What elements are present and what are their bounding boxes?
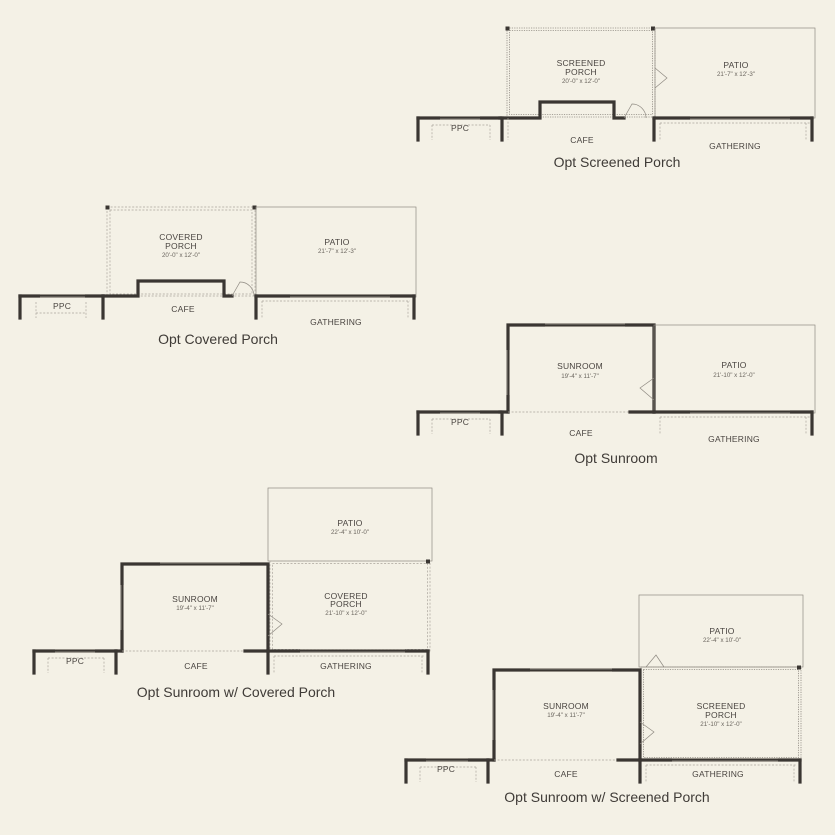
room-label-gathering: GATHERING: [709, 141, 761, 151]
room-label-ppc: PPC: [53, 301, 71, 311]
room-label-cafe: CAFE: [171, 304, 195, 314]
room-label-screened: SCREENED: [697, 701, 746, 711]
room-dims: 22'-4" x 10'-0": [331, 529, 369, 536]
room-label-cafe: CAFE: [569, 428, 593, 438]
room-label-porch: PORCH: [565, 67, 597, 77]
room-label-patio: PATIO: [709, 626, 734, 636]
room-label-sunroom: SUNROOM: [557, 361, 603, 371]
room-dims: 21'-10" x 12'-0": [325, 610, 367, 617]
room-label-cafe: CAFE: [570, 135, 594, 145]
plan-opt-sunroom-covered-porch: PATIO 22'-4" x 10'-0" SUNROOM 19'-4" x 1…: [32, 487, 433, 700]
room-label-gathering: GATHERING: [692, 769, 744, 779]
room-dims: 21'-7" x 12'-3": [318, 248, 356, 255]
room-label-patio: PATIO: [721, 360, 746, 370]
room-dims: 19'-4" x 11'-7": [547, 712, 585, 719]
room-label-porch: PORCH: [165, 241, 197, 251]
room-label-porch: PORCH: [330, 599, 362, 609]
room-dims: 20'-0" x 12'-0": [162, 252, 200, 259]
option-caption: Opt Sunroom: [574, 450, 657, 466]
room-label-covered: COVERED: [159, 232, 202, 242]
room-label-patio: PATIO: [723, 60, 748, 70]
room-dims: 21'-10" x 12'-0": [700, 721, 742, 728]
plan-opt-covered-porch: COVERED PORCH 20'-0" x 12'-0" PATIO 21'-…: [18, 205, 417, 347]
room-label-screened: SCREENED: [557, 58, 606, 68]
room-dims: 20'-0" x 12'-0": [562, 78, 600, 85]
option-caption: Opt Sunroom w/ Covered Porch: [137, 684, 335, 700]
room-label-sunroom: SUNROOM: [543, 701, 589, 711]
room-dims: 21'-10" x 12'-0": [713, 372, 755, 379]
plan-opt-sunroom: SUNROOM 19'-4" x 11'-7" PATIO 21'-10" x …: [416, 323, 816, 466]
room-dims: 22'-4" x 10'-0": [703, 637, 741, 644]
room-label-sunroom: SUNROOM: [172, 594, 218, 604]
room-label-porch: PORCH: [705, 710, 737, 720]
room-label-ppc: PPC: [451, 123, 469, 133]
plan-opt-screened-porch: SCREENED PORCH 20'-0" x 12'-0" PATIO 21'…: [416, 26, 816, 170]
option-caption: Opt Covered Porch: [158, 331, 278, 347]
room-dims: 19'-4" x 11'-7": [176, 605, 214, 612]
room-label-cafe: CAFE: [184, 661, 208, 671]
plan-opt-sunroom-screened-porch: PATIO 22'-4" x 10'-0" SUNROOM 19'-4" x 1…: [404, 594, 804, 805]
room-dims: 21'-7" x 12'-3": [717, 71, 755, 78]
option-caption: Opt Sunroom w/ Screened Porch: [504, 789, 709, 805]
room-label-gathering: GATHERING: [310, 317, 362, 327]
room-label-cafe: CAFE: [554, 769, 578, 779]
room-label-covered: COVERED: [324, 591, 367, 601]
option-caption: Opt Screened Porch: [554, 154, 681, 170]
room-label-ppc: PPC: [437, 764, 455, 774]
room-label-ppc: PPC: [451, 417, 469, 427]
room-label-gathering: GATHERING: [320, 661, 372, 671]
room-label-ppc: PPC: [66, 656, 84, 666]
room-dims: 19'-4" x 11'-7": [561, 373, 599, 380]
room-label-patio: PATIO: [324, 237, 349, 247]
room-label-patio: PATIO: [337, 518, 362, 528]
room-label-gathering: GATHERING: [708, 434, 760, 444]
